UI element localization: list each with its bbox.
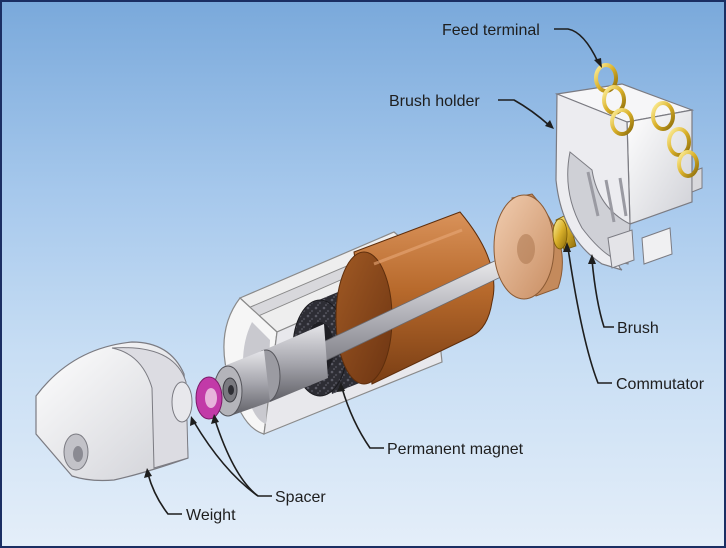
label-permanent-magnet: Permanent magnet — [387, 441, 524, 458]
spacer-ring — [195, 376, 223, 420]
rotor-shaft — [213, 247, 529, 417]
label-feed-terminal: Feed terminal — [442, 22, 540, 39]
coil-right — [651, 101, 699, 178]
label-commutator: Commutator — [616, 376, 705, 393]
label-spacer: Spacer — [275, 489, 326, 506]
leader-lines — [144, 28, 614, 515]
end-disk — [493, 193, 563, 300]
rotor-cylinder — [335, 211, 495, 385]
labels: Feed terminal Brush holder Brush Commuta… — [186, 22, 705, 524]
feed-terminal-coils — [594, 63, 699, 178]
weight-part — [35, 341, 193, 482]
label-brush-holder: Brush holder — [389, 93, 480, 110]
label-weight: Weight — [186, 507, 236, 524]
coil-left — [594, 63, 634, 136]
brush-holder-part — [554, 83, 703, 271]
label-brush: Brush — [617, 320, 659, 337]
